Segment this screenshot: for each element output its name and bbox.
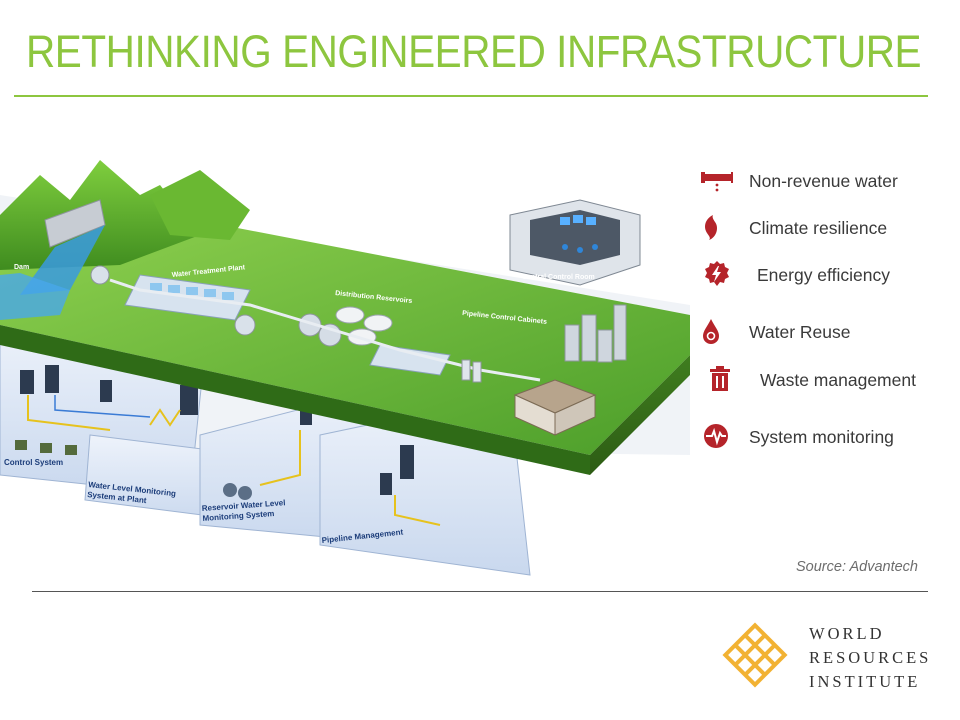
leaking-pipe-icon <box>701 172 733 192</box>
pipeline-control-cabinets <box>461 359 482 383</box>
source-credit: Source: Advantech <box>796 559 918 575</box>
legend-label: Climate resilience <box>749 218 888 238</box>
legend-item-non-revenue-water: Non-revenue water <box>697 166 947 196</box>
warehouse <box>513 379 597 436</box>
legend-label: Waste management <box>760 370 916 390</box>
wri-logo-icon <box>722 622 788 688</box>
city-buildings <box>564 304 627 363</box>
slide-title: RETHINKING ENGINEERED INFRASTRUCTURE <box>26 26 922 77</box>
legend-item-energy-efficiency: Energy efficiency <box>703 260 953 290</box>
diagram-label-control-system: Control System <box>4 458 63 467</box>
logo-text-resources: RESOURCES <box>809 648 932 667</box>
diagram-label-dam: Dam <box>14 264 29 271</box>
legend-item-waste-management: Waste management <box>708 365 958 395</box>
central-control-room <box>509 199 641 286</box>
logo-text-institute: INSTITUTE <box>809 672 921 691</box>
infrastructure-diagram: Control System Water Level Monitoring Sy… <box>0 160 690 576</box>
legend-label: Energy efficiency <box>757 265 890 285</box>
distribution-reservoirs <box>298 306 451 376</box>
leaf-icon <box>705 215 717 240</box>
logo-text-world: WORLD <box>809 624 885 643</box>
lightning-badge-icon <box>705 261 729 286</box>
legend-label: Water Reuse <box>749 322 851 342</box>
heartbeat-icon <box>704 424 728 448</box>
footer-divider <box>32 591 928 592</box>
diagram-label-central-control-room: Central Control Room <box>522 274 595 281</box>
legend-label: Non-revenue water <box>749 171 898 191</box>
title-divider <box>14 95 928 97</box>
legend-item-water-reuse: Water Reuse <box>697 317 947 347</box>
water-drop-icon <box>703 319 719 344</box>
legend-item-climate-resilience: Climate resilience <box>697 213 947 243</box>
dam <box>0 199 106 320</box>
legend-label: System monitoring <box>749 427 894 447</box>
legend-item-system-monitoring: System monitoring <box>703 422 953 452</box>
trash-can-icon <box>710 366 730 391</box>
